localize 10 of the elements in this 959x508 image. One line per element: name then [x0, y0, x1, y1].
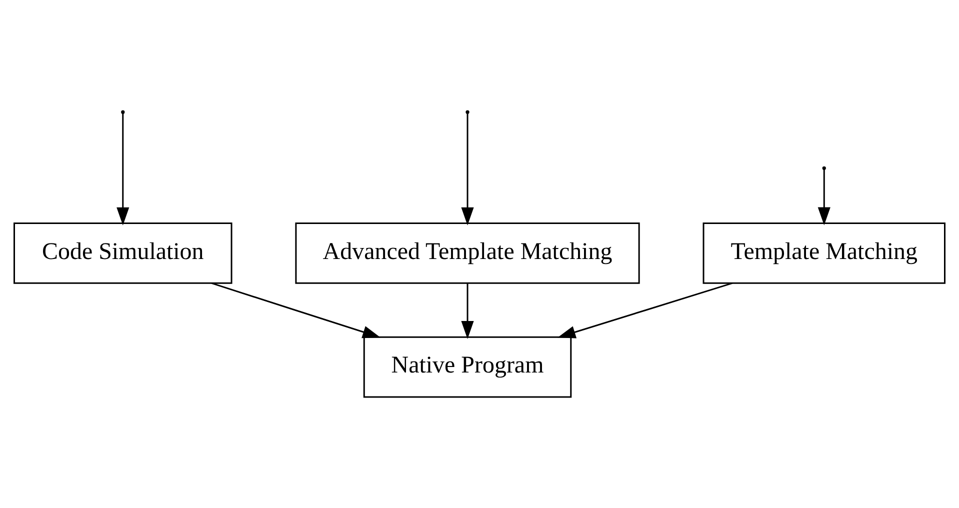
arrow [211, 282, 381, 338]
node-box: Advanced Template Matching [295, 222, 640, 284]
arrow [461, 283, 474, 339]
arrow [461, 113, 474, 226]
node-box: Code Simulation [14, 222, 232, 284]
node-box: Template Matching [702, 222, 946, 284]
arrow [116, 113, 130, 226]
arrow [818, 170, 830, 226]
node-box: Native Program [363, 336, 572, 398]
arrow [558, 282, 733, 338]
